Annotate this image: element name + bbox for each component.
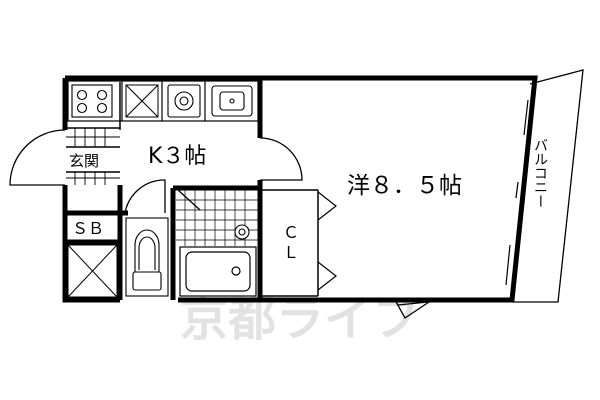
kitchen-counter (67, 80, 259, 122)
bathtub-icon (179, 246, 257, 297)
toilet-icon (125, 217, 169, 297)
sliding-door (505, 99, 529, 286)
kitchen-label: K３帖 (148, 144, 206, 169)
western-room-label: 洋８．５帖 (347, 173, 462, 199)
sink-icon (211, 85, 253, 117)
entrance-door (9, 129, 66, 186)
outer-walls (62, 75, 538, 303)
balcony-label: バルコニー (532, 138, 548, 208)
entrance-tiles (66, 128, 120, 185)
stove-icon (71, 84, 113, 118)
window-notch (394, 299, 433, 319)
closet-label-l: Ｌ (283, 243, 299, 262)
room-door (259, 137, 303, 181)
toilet-door (124, 179, 166, 214)
interior-walls (65, 78, 263, 300)
washing-machine-icon (167, 84, 201, 118)
closet-label-c: Ｃ (283, 223, 299, 242)
balcony (512, 69, 584, 303)
shoe-box-label: ＳＢ (72, 219, 104, 238)
entrance-label: 玄関 (69, 152, 99, 170)
storage-box-icon (67, 244, 118, 298)
storage-icon (125, 84, 159, 118)
faucet-icon (234, 224, 250, 240)
closet-doors (317, 191, 337, 291)
